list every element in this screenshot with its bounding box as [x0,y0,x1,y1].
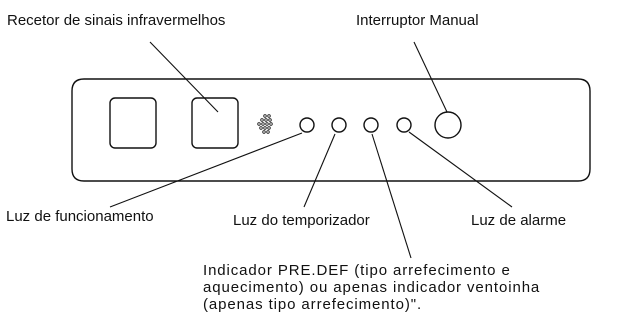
operation-light [299,117,315,133]
leader-operation-light [109,132,303,208]
leader-receiver [149,41,219,113]
pre-def-indicator-light [363,117,379,133]
leader-alarm-light [408,131,513,208]
timer-light [331,117,347,133]
note-line-1: Indicador PRE.DEF (tipo arrefecimento e [203,262,511,279]
leader-manual-switch [413,41,448,113]
leader-lines [109,41,513,259]
leader-timer-light [303,133,336,208]
receiver-label: Recetor de sinais infravermelhos [7,12,226,29]
operation-light-label: Luz de funcionamento [6,208,154,225]
infrared-receiver-window [191,97,239,149]
pre-def-indicator-note: Indicador PRE.DEF (tipo arrefecimento e … [203,262,633,313]
manual-switch-button [434,111,462,139]
note-line-3: (apenas tipo arrefecimento)". [203,296,423,313]
left-window [109,97,157,149]
note-line-2: aquecimento) ou apenas indicador ventoin… [203,279,541,296]
alarm-light-label: Luz de alarme [471,212,567,229]
alarm-light [396,117,412,133]
panel-outline [71,78,591,182]
leader-pre-def-indicator [371,133,412,259]
buzzer-grille-icon [257,114,273,134]
manual-switch-label: Interruptor Manual [356,12,479,29]
timer-light-label: Luz do temporizador [233,212,370,229]
